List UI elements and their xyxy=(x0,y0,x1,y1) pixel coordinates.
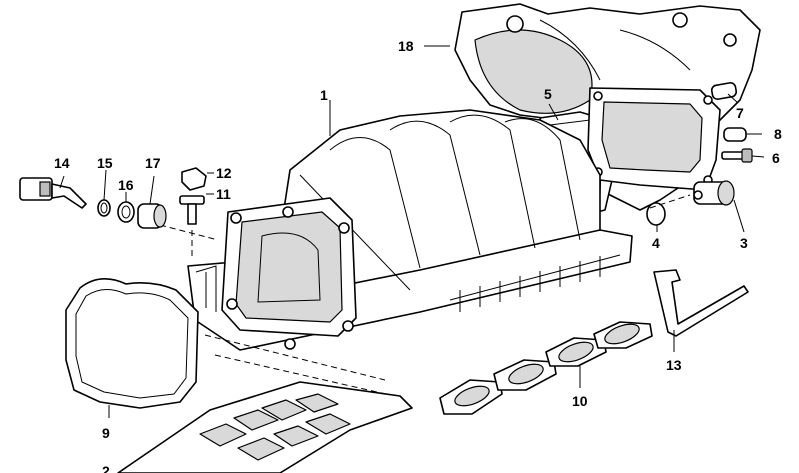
part-13-bracket xyxy=(653,269,749,337)
callout-2: 2 xyxy=(102,463,110,473)
part-6-screw xyxy=(721,148,753,163)
part-10-gaskets xyxy=(439,321,653,415)
part-8-sleeve xyxy=(723,127,747,142)
part-12-nut xyxy=(181,167,207,191)
callout-11: 11 xyxy=(216,186,231,202)
part-11-bolt xyxy=(179,195,205,225)
callout-15: 15 xyxy=(97,155,113,171)
callout-6: 6 xyxy=(772,150,780,166)
callout-18: 18 xyxy=(398,38,414,54)
callout-10: 10 xyxy=(572,393,588,409)
part-16-ring xyxy=(117,201,135,223)
part-14-sensor xyxy=(19,177,87,209)
part-4-o-ring xyxy=(646,202,666,226)
assembly-lines xyxy=(159,194,691,396)
part-1-intake-manifold xyxy=(187,109,633,351)
callout-14: 14 xyxy=(54,155,70,171)
part-2-cover-plate xyxy=(117,381,413,473)
part-7-sleeve xyxy=(710,82,738,100)
part-15-ring xyxy=(97,199,111,217)
part-9-gasket xyxy=(65,278,199,409)
callout-12: 12 xyxy=(216,165,232,181)
callout-4: 4 xyxy=(652,235,660,251)
callout-3: 3 xyxy=(740,235,748,251)
callout-1: 1 xyxy=(320,87,328,103)
callout-9: 9 xyxy=(102,425,110,441)
part-17-sleeve xyxy=(137,203,167,229)
callout-17: 17 xyxy=(145,155,161,171)
callout-labels: 1 2 3 4 5 6 7 8 9 10 11 12 13 14 15 16 1… xyxy=(54,38,782,473)
throttle-flange-frame xyxy=(587,87,721,191)
callout-16: 16 xyxy=(118,177,134,193)
leader-lines xyxy=(59,45,765,418)
callout-8: 8 xyxy=(774,126,782,142)
part-3-valve xyxy=(693,180,735,206)
callout-13: 13 xyxy=(666,357,682,373)
callout-7: 7 xyxy=(736,105,744,121)
callout-5: 5 xyxy=(544,86,552,102)
